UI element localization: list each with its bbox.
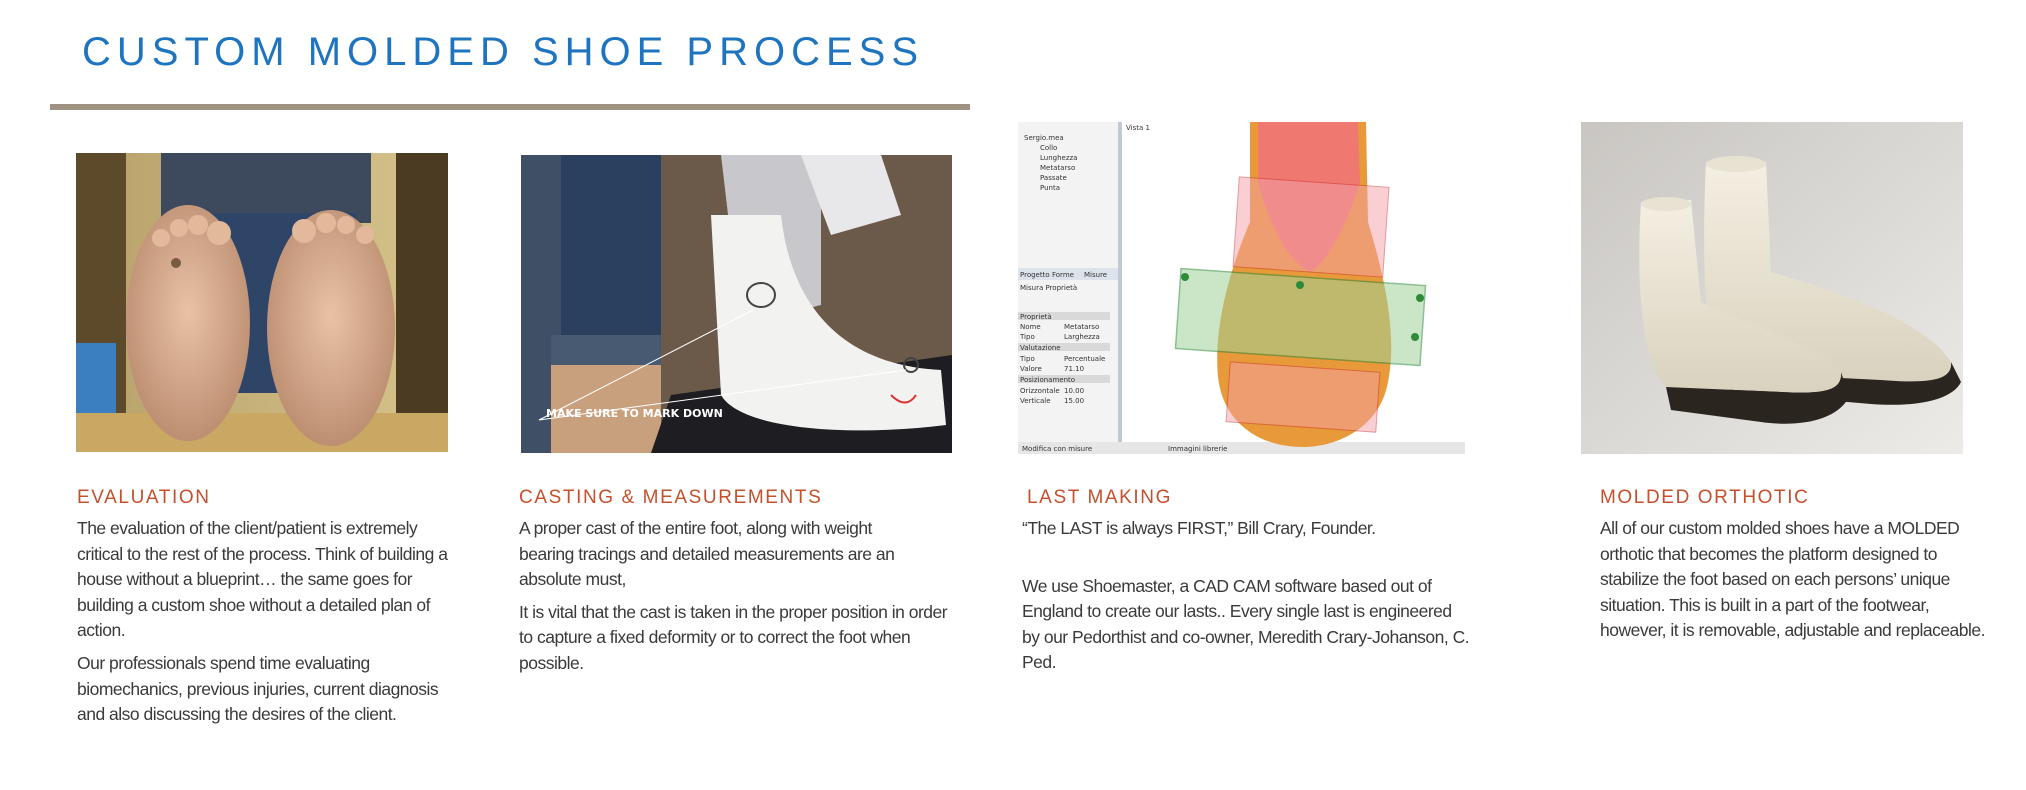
cad-view-label: Vista 1 [1126,124,1150,132]
svg-text:Orizzontale: Orizzontale [1020,387,1060,395]
casting-photo: MAKE SURE TO MARK DOWN [521,155,952,453]
page-title: CUSTOM MOLDED SHOE PROCESS [82,30,925,74]
molded-orthotic-heading: MOLDED ORTHOTIC [1600,487,1810,508]
casting-paragraph: It is vital that the cast is taken in th… [519,601,948,673]
svg-text:Valore: Valore [1020,365,1042,373]
svg-text:Valutazione: Valutazione [1020,344,1061,352]
evaluation-heading: EVALUATION [77,487,211,508]
svg-text:Forme: Forme [1052,271,1074,279]
svg-text:Percentuale: Percentuale [1064,355,1105,363]
svg-text:Verticale: Verticale [1020,397,1051,405]
casting-paragraph: A proper cast of the entire foot, along … [519,518,895,590]
molded-orthotic-text: All of our custom molded shoes have a MO… [1600,516,1995,651]
evaluation-paragraph: The evaluation of the client/patient is … [77,518,448,641]
svg-text:Tipo: Tipo [1019,333,1035,341]
last-making-quote: “The LAST is always FIRST,” Bill Crary, … [1022,518,1376,538]
last-making-text: “The LAST is always FIRST,” Bill Crary, … [1022,516,1470,683]
svg-text:Modifica con misure: Modifica con misure [1022,445,1092,453]
svg-text:Collo: Collo [1040,144,1057,152]
svg-text:Proprietà: Proprietà [1020,313,1052,321]
svg-text:Metatarso: Metatarso [1064,323,1099,331]
svg-text:Misure: Misure [1084,271,1107,279]
svg-text:Nome: Nome [1020,323,1041,331]
evaluation-paragraph: Our professionals spend time evaluating … [77,652,439,725]
svg-text:Progetto: Progetto [1020,271,1050,279]
cad-tree-root: Sergio.mea [1024,134,1064,142]
svg-text:Metatarso: Metatarso [1040,164,1075,172]
molded-orthotic-paragraph: All of our custom molded shoes have a MO… [1600,518,1986,641]
evaluation-photo [76,153,448,452]
svg-text:Larghezza: Larghezza [1064,333,1100,341]
casting-heading: CASTING & MEASUREMENTS [519,487,823,508]
svg-text:71.10: 71.10 [1064,365,1084,373]
last-making-paragraph: We use Shoemaster, a CAD CAM software ba… [1022,575,1470,673]
svg-text:Lunghezza: Lunghezza [1040,154,1077,162]
title-underline [50,104,970,110]
svg-text:Tipo: Tipo [1019,355,1035,363]
evaluation-text: The evaluation of the client/patient is … [77,516,452,735]
svg-text:Punta: Punta [1040,184,1060,192]
svg-text:Misura Proprietà: Misura Proprietà [1020,284,1077,292]
casting-text: A proper cast of the entire foot, along … [519,516,951,684]
casting-photo-caption: MAKE SURE TO MARK DOWN [546,407,723,420]
svg-text:10.00: 10.00 [1064,387,1084,395]
molded-orthotic-photo [1581,122,1963,454]
svg-text:15.00: 15.00 [1064,397,1084,405]
last-making-heading: LAST MAKING [1027,487,1173,508]
svg-text:Immagini librerie: Immagini librerie [1168,445,1227,453]
cad-screenshot: Sergio.mea Collo Lunghezza Metatarso Pas… [1018,122,1465,454]
svg-text:Posizionamento: Posizionamento [1020,376,1075,384]
svg-text:Passate: Passate [1040,174,1067,182]
